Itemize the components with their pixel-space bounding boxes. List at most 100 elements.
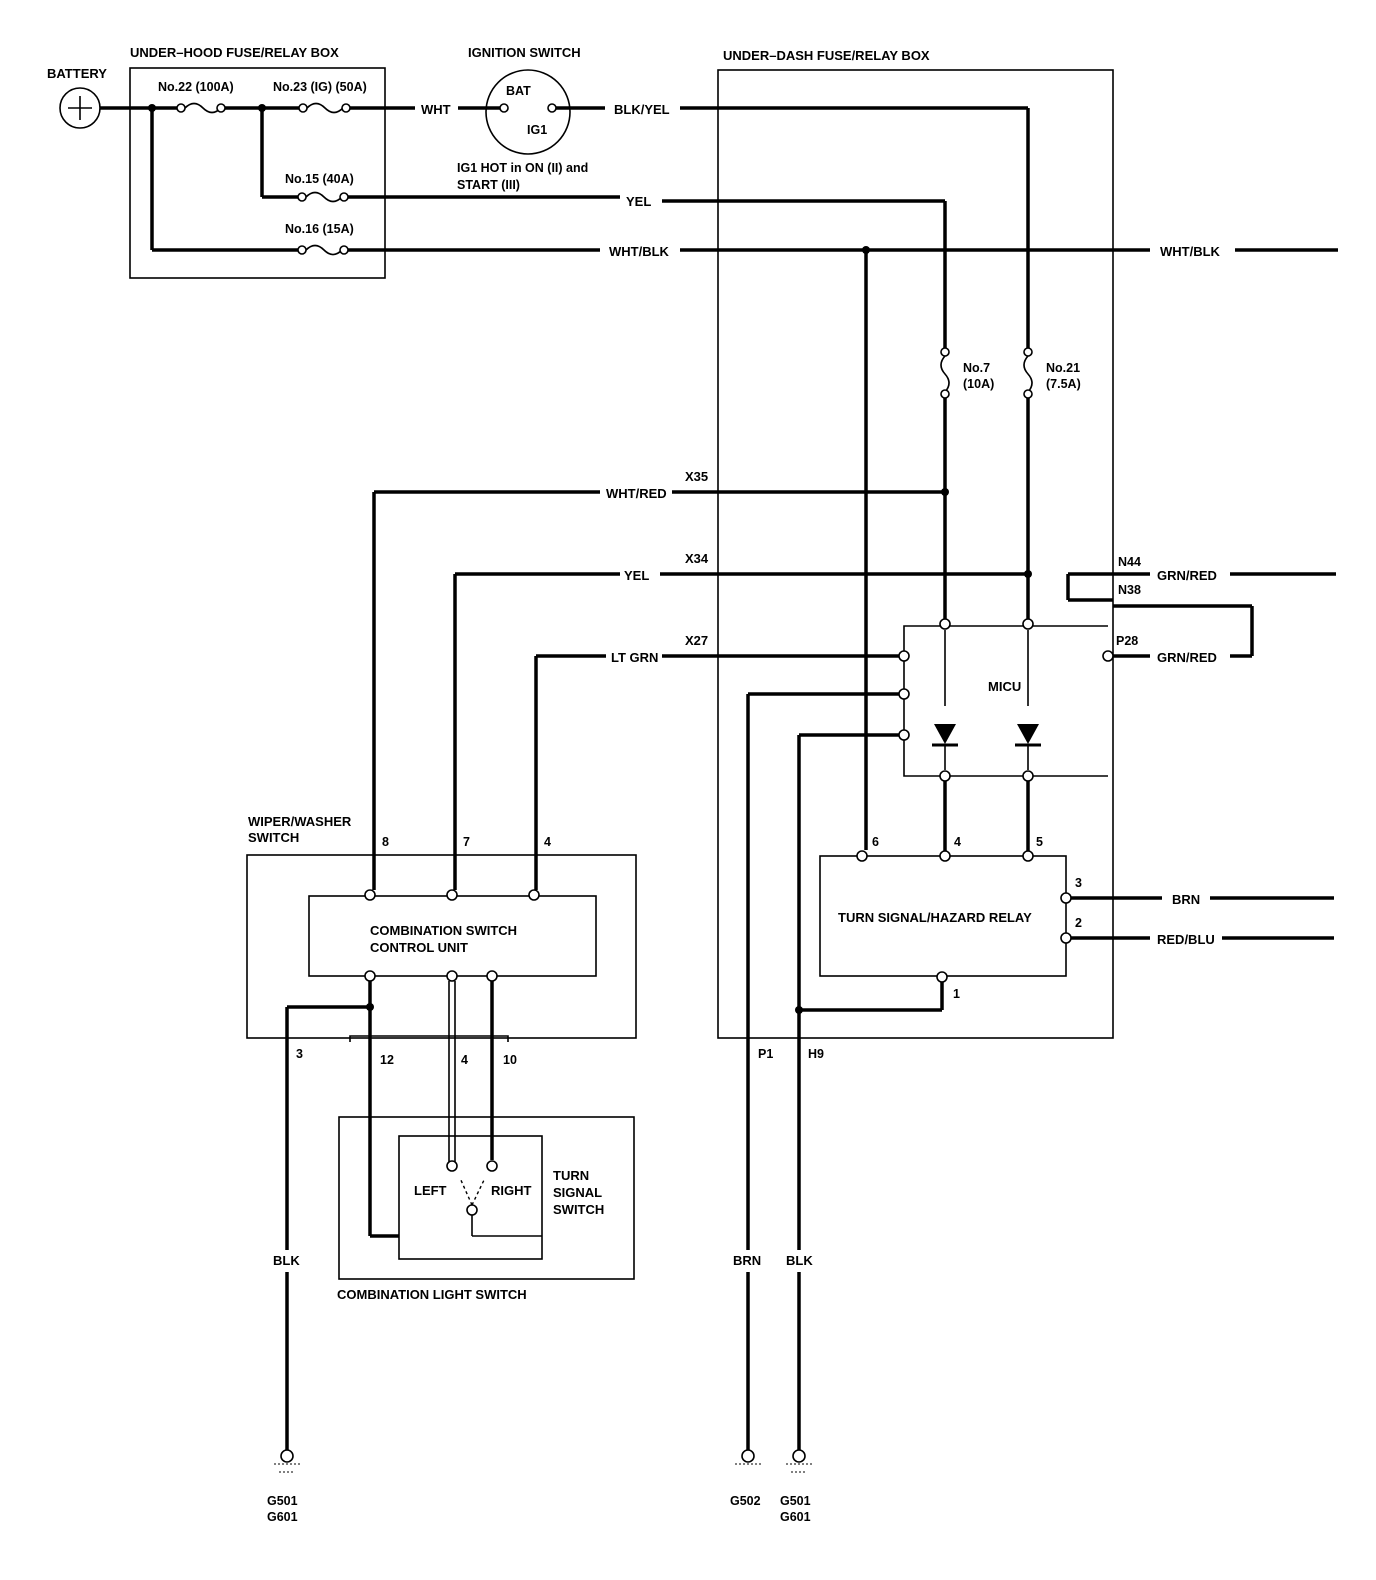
battery-feed-wires xyxy=(100,102,1338,256)
wire-label-blk-left: BLK xyxy=(273,1253,300,1268)
combination-light-switch-outline xyxy=(338,1116,635,1280)
ignition-note-line-1: IG1 HOT in ON (II) and xyxy=(457,161,588,175)
wire-label-brn-bottom: BRN xyxy=(733,1253,761,1268)
turn-switch-title-3: SWITCH xyxy=(553,1202,604,1217)
ignition-ig1-label: IG1 xyxy=(527,123,547,137)
fuse-22-label: No.22 (100A) xyxy=(158,80,234,94)
connector-p1: P1 xyxy=(758,1047,773,1061)
fuse-7-name: No.7 xyxy=(963,361,990,375)
wire-label-yel: YEL xyxy=(624,568,649,583)
relay-pin-4: 4 xyxy=(954,835,961,849)
wiper-pin-10: 10 xyxy=(503,1053,517,1067)
wiper-switch-outline xyxy=(246,854,637,1039)
ground-g601-right: G601 xyxy=(780,1510,811,1524)
cscu-label-1: COMBINATION SWITCH xyxy=(370,923,517,938)
wiper-pin-7: 7 xyxy=(463,835,470,849)
fuse-23-symbol xyxy=(341,103,351,113)
turn-signal-switch-outline xyxy=(398,1135,543,1260)
wire-label-wht-blk: WHT/BLK xyxy=(609,244,670,259)
under-hood-fuse-box: UNDER–HOOD FUSE/RELAY BOX No.22 (100A) N… xyxy=(129,45,386,279)
relay-pin-3: 3 xyxy=(1075,876,1082,890)
wire-label-blk-yel: BLK/YEL xyxy=(614,102,670,117)
relay-pin-6: 6 xyxy=(872,835,879,849)
fuse-15-symbol xyxy=(339,192,349,202)
wire-label-red-blu: RED/BLU xyxy=(1157,932,1215,947)
battery: BATTERY xyxy=(47,66,107,129)
fuse-21-rating: (7.5A) xyxy=(1046,377,1081,391)
fuse-22-symbol xyxy=(216,103,226,113)
under-hood-box-outline xyxy=(129,67,386,279)
ground-wires: BLK BRN BLK G501 G601 G502 G501 G601 xyxy=(267,1253,813,1524)
fuse-21-name: No.21 xyxy=(1046,361,1080,375)
ignition-switch-title: IGNITION SWITCH xyxy=(468,45,581,60)
micu: MICU xyxy=(898,618,1114,852)
connector-bracket xyxy=(349,1035,509,1042)
turn-switch-left-label: LEFT xyxy=(414,1183,447,1198)
wire-label-blk-bottom: BLK xyxy=(786,1253,813,1268)
wiper-pin-8: 8 xyxy=(382,835,389,849)
wire-label-grn-red-top: GRN/RED xyxy=(1157,568,1217,583)
wire-label-grn-red-bottom: GRN/RED xyxy=(1157,650,1217,665)
ignition-note-line-2: START (III) xyxy=(457,178,520,192)
wiper-pin-4: 4 xyxy=(544,835,551,849)
fuse-21-symbol xyxy=(1023,389,1033,399)
connector-n44: N44 xyxy=(1118,555,1141,569)
micu-outline xyxy=(903,625,1108,777)
wiper-switch-title-2: SWITCH xyxy=(248,830,299,845)
relay-pin-2: 2 xyxy=(1075,916,1082,930)
diode-icon xyxy=(1015,630,1041,770)
wire-label-yel-top: YEL xyxy=(626,194,651,209)
wire-label-lt-grn: LT GRN xyxy=(611,650,658,665)
ground-icon xyxy=(786,1449,812,1473)
ground-g501-right: G501 xyxy=(780,1494,811,1508)
ground-g601-left: G601 xyxy=(267,1510,298,1524)
ground-g502: G502 xyxy=(730,1494,761,1508)
wiper-switch-title-1: WIPER/WASHER xyxy=(248,814,352,829)
fuse-23-label: No.23 (IG) (50A) xyxy=(273,80,367,94)
fuse-16-label: No.16 (15A) xyxy=(285,222,354,236)
under-dash-title: UNDER–DASH FUSE/RELAY BOX xyxy=(723,48,930,63)
wire-label-wht-blk-right: WHT/BLK xyxy=(1160,244,1221,259)
wire-label-brn-right: BRN xyxy=(1172,892,1200,907)
ground-icon xyxy=(735,1449,761,1465)
fuse-7-symbol xyxy=(940,389,950,399)
under-hood-title: UNDER–HOOD FUSE/RELAY BOX xyxy=(130,45,339,60)
cscu-label-2: CONTROL UNIT xyxy=(370,940,468,955)
fuse-7-rating: (10A) xyxy=(963,377,994,391)
ground-g501-left: G501 xyxy=(267,1494,298,1508)
connector-x34: X34 xyxy=(685,551,709,566)
connector-x27: X27 xyxy=(685,633,708,648)
turn-switch-title-1: TURN xyxy=(553,1168,589,1183)
relay-pin-5: 5 xyxy=(1036,835,1043,849)
turn-switch-title-2: SIGNAL xyxy=(553,1185,602,1200)
combination-light-switch: LEFT RIGHT TURN SIGNAL SWITCH COMBINATIO… xyxy=(337,1116,635,1302)
connector-x35: X35 xyxy=(685,469,708,484)
feed-wire-labels: WHT BLK/YEL YEL WHT/BLK WHT/BLK xyxy=(421,102,1221,259)
switch-contact-icon xyxy=(466,1204,478,1216)
turn-signal-hazard-relay: TURN SIGNAL/HAZARD RELAY 6 4 5 3 2 1 BRN… xyxy=(819,835,1334,1001)
wiper-pin-4b: 4 xyxy=(461,1053,468,1067)
ground-icon xyxy=(274,1449,300,1473)
battery-label: BATTERY xyxy=(47,66,107,81)
micu-input-wires xyxy=(372,490,1028,1450)
micu-wire-labels: WHT/RED YEL LT GRN X35 X34 X27 xyxy=(606,469,709,665)
connector-p28: P28 xyxy=(1116,634,1138,648)
micu-label: MICU xyxy=(988,679,1021,694)
relay-pin-1: 1 xyxy=(953,987,960,1001)
diode-icon xyxy=(932,630,958,770)
ignition-bat-label: BAT xyxy=(506,84,531,98)
grn-red-loop: N44 GRN/RED N38 P28 GRN/RED xyxy=(1066,555,1336,665)
under-dash-box-outline xyxy=(717,69,1114,1039)
ignition-switch-outline xyxy=(485,69,571,155)
wiper-pin-3: 3 xyxy=(296,1047,303,1061)
under-dash-fuse-box: UNDER–DASH FUSE/RELAY BOX No.7 (10A) No.… xyxy=(717,48,1114,1039)
connector-n38: N38 xyxy=(1118,583,1141,597)
wire-label-wht-red: WHT/RED xyxy=(606,486,667,501)
turn-switch-right-label: RIGHT xyxy=(491,1183,532,1198)
relay-label: TURN SIGNAL/HAZARD RELAY xyxy=(838,910,1032,925)
ignition-switch: IGNITION SWITCH BAT IG1 IG1 HOT in ON (I… xyxy=(457,45,1028,192)
fuse-15-label: No.15 (40A) xyxy=(285,172,354,186)
fuse-16-symbol xyxy=(339,245,349,255)
wire-label-wht: WHT xyxy=(421,102,451,117)
